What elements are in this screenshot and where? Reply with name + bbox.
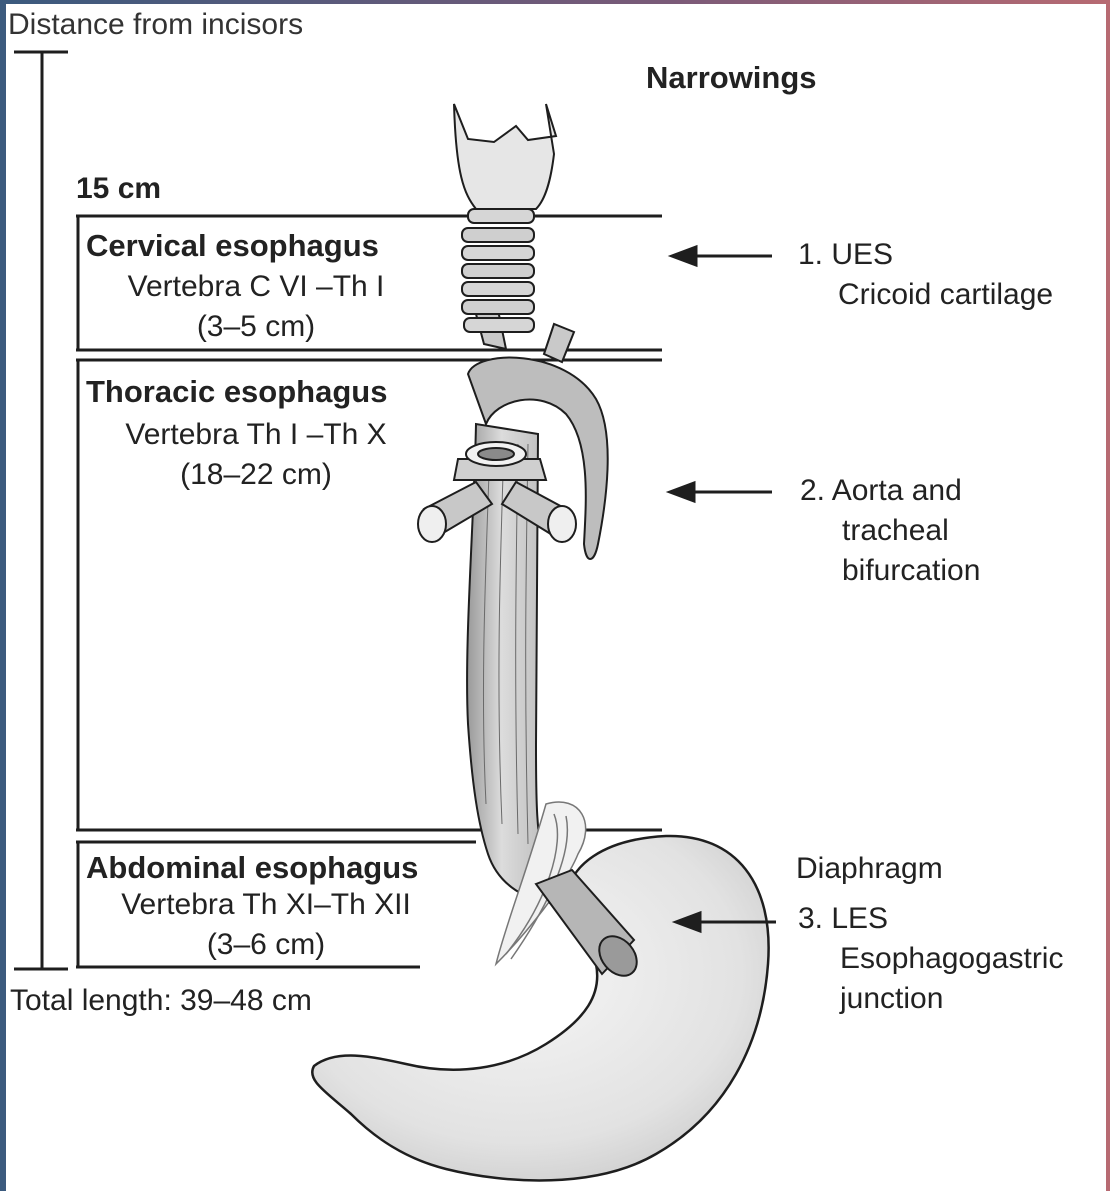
narrowings-title: Narrowings xyxy=(646,60,817,96)
narrowing-title: 1. UES xyxy=(798,238,893,272)
diagram-canvas: Distance from incisors Narrowings 15 cm … xyxy=(6,4,1106,1191)
scale-start-label: 15 cm xyxy=(76,172,161,206)
segment-vertebra: Vertebra Th I –Th X xyxy=(86,418,426,452)
total-length-label: Total length: 39–48 cm xyxy=(10,984,312,1018)
segment-length: (18–22 cm) xyxy=(86,458,426,492)
larynx-shape xyxy=(454,104,556,209)
narrowing-detail: junction xyxy=(840,982,943,1016)
segment-name: Thoracic esophagus xyxy=(86,374,387,410)
segment-name: Abdominal esophagus xyxy=(86,850,418,886)
narrowing-title: 2. Aorta and xyxy=(800,474,962,508)
narrowing-detail: bifurcation xyxy=(842,554,980,588)
distance-from-incisors-label: Distance from incisors xyxy=(8,8,303,42)
distance-scale-bar xyxy=(14,52,68,969)
narrowing-detail: Esophagogastric xyxy=(840,942,1063,976)
narrowing-detail: Cricoid cartilage xyxy=(838,278,1053,312)
diaphragm-label: Diaphragm xyxy=(796,852,943,886)
narrowing-arrows xyxy=(670,247,776,931)
segment-vertebra: Vertebra Th XI–Th XII xyxy=(86,888,446,922)
segment-length: (3–5 cm) xyxy=(86,310,426,344)
segment-length: (3–6 cm) xyxy=(86,928,446,962)
segment-name: Cervical esophagus xyxy=(86,228,379,264)
narrowing-detail: tracheal xyxy=(842,514,949,548)
narrowing-title: 3. LES xyxy=(798,902,888,936)
trachea-rings xyxy=(462,209,534,332)
aortic-branch xyxy=(544,324,574,362)
segment-vertebra: Vertebra C VI –Th I xyxy=(86,270,426,304)
